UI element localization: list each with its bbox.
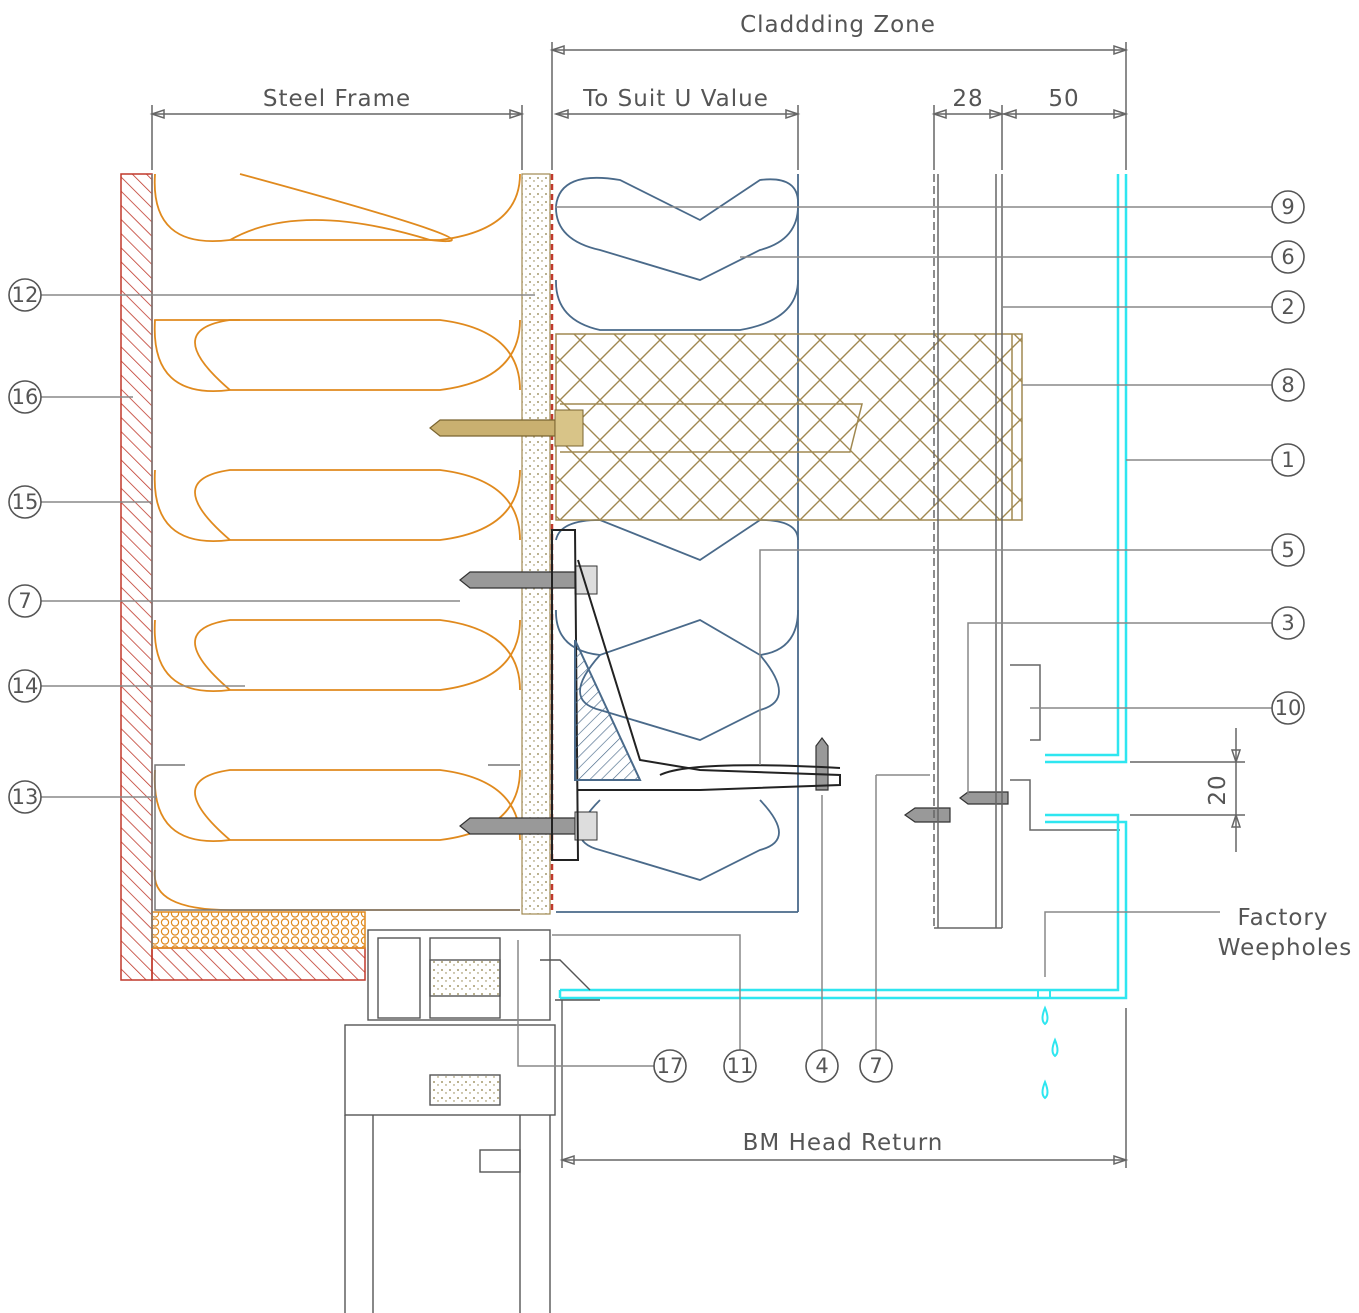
callout-16: 16	[8, 380, 42, 414]
svg-text:9: 9	[1281, 195, 1294, 219]
dimension-labels: Claddding Zone Steel Frame To Suit U Val…	[263, 12, 1352, 1156]
svg-text:13: 13	[12, 785, 39, 809]
frame-insulation	[153, 173, 521, 911]
water-drop-icon	[1051, 1037, 1059, 1058]
cladding-zone-label: Claddding Zone	[740, 12, 936, 38]
screw-icon	[459, 565, 598, 595]
svg-text:1: 1	[1281, 448, 1294, 472]
screw-icon	[903, 807, 951, 823]
callout-15: 15	[8, 485, 42, 519]
steel-stud	[154, 764, 520, 911]
weephole-drips	[1037, 989, 1059, 1100]
support-bracket	[551, 529, 841, 861]
water-drop-icon	[1041, 1005, 1049, 1026]
svg-text:2: 2	[1281, 295, 1294, 319]
svg-text:11: 11	[727, 1054, 754, 1078]
callout-7-left: 7	[8, 584, 42, 618]
factory-weepholes-label-1: Factory	[1237, 905, 1328, 931]
cladding-panel	[558, 174, 1128, 1000]
svg-text:5: 5	[1281, 538, 1294, 562]
svg-text:12: 12	[12, 283, 39, 307]
factory-weepholes-label-2: Weepholes	[1218, 935, 1352, 961]
cladding-insulation	[555, 174, 799, 913]
dimension-lines	[149, 42, 1245, 1168]
screw-fixings	[429, 409, 1009, 841]
screw-icon	[429, 409, 584, 447]
svg-text:4: 4	[815, 1054, 828, 1078]
callout-3: 3	[1271, 606, 1305, 640]
svg-text:3: 3	[1281, 611, 1294, 635]
svg-text:6: 6	[1281, 245, 1294, 269]
bm-head-return-label: BM Head Return	[743, 1130, 944, 1156]
svg-text:7: 7	[869, 1054, 882, 1078]
callout-2: 2	[1271, 290, 1305, 324]
svg-text:15: 15	[12, 490, 39, 514]
callouts: 9 6 2 8 1 5 3 10 12 16 15 7 14 13 17 11 …	[8, 190, 1305, 1083]
svg-text:16: 16	[12, 385, 39, 409]
leader-lines	[41, 206, 1272, 1067]
callout-9: 9	[1271, 190, 1305, 224]
callout-1: 1	[1271, 443, 1305, 477]
callout-11: 11	[723, 1049, 757, 1083]
svg-text:7: 7	[18, 589, 31, 613]
steel-frame-label: Steel Frame	[263, 86, 411, 112]
svg-text:10: 10	[1275, 696, 1302, 720]
callout-10: 10	[1271, 691, 1305, 725]
callout-13: 13	[8, 780, 42, 814]
callout-8: 8	[1271, 368, 1305, 402]
screw-icon	[959, 791, 1009, 805]
cavity-barrier	[555, 333, 1023, 521]
water-drop-icon	[1041, 1079, 1049, 1100]
window-frame	[344, 929, 600, 1313]
callout-5: 5	[1271, 533, 1305, 567]
callout-7-bottom: 7	[859, 1049, 893, 1083]
screw-icon	[459, 811, 598, 841]
sheathing-board	[521, 173, 551, 915]
callout-17: 17	[653, 1049, 687, 1083]
callout-14: 14	[8, 669, 42, 703]
cladding-rails	[933, 174, 1120, 929]
dimension-28-label: 28	[952, 86, 983, 112]
svg-text:8: 8	[1281, 373, 1294, 397]
dimension-20-label: 20	[1205, 774, 1231, 805]
svg-text:14: 14	[12, 674, 39, 698]
screw-icon	[815, 737, 829, 791]
svg-text:17: 17	[657, 1054, 684, 1078]
callout-4: 4	[805, 1049, 839, 1083]
callout-12: 12	[8, 278, 42, 312]
callout-6: 6	[1271, 240, 1305, 274]
dimension-50-label: 50	[1048, 86, 1079, 112]
brick-wall	[120, 173, 366, 981]
to-suit-u-value-label: To Suit U Value	[582, 86, 769, 112]
